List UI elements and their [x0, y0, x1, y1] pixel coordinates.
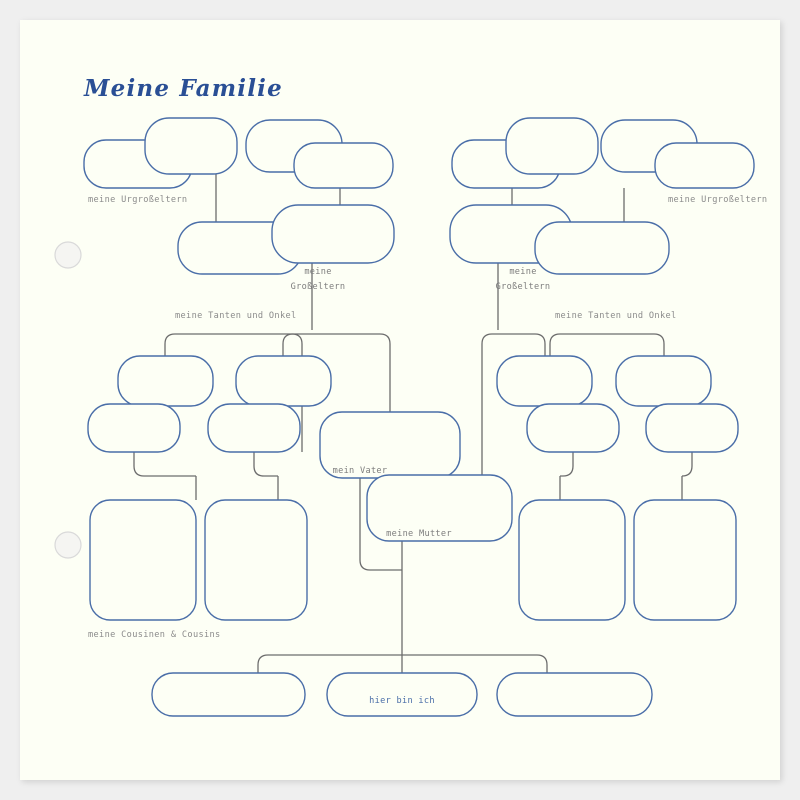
cousin-2-box[interactable]	[204, 499, 308, 621]
connector-right-bus-b	[549, 333, 665, 452]
label-mother: meine Mutter	[386, 529, 452, 539]
connector-au-right-2-a	[681, 452, 693, 477]
page-title: Meine Familie	[83, 75, 283, 102]
label-aunts-uncles-right: meine Tanten und Onkel	[555, 311, 677, 321]
sibling-left-box[interactable]	[151, 672, 306, 717]
great-grandparents-left-group: meine Urgroßeltern	[83, 117, 394, 205]
label-me: hier bin ich	[369, 696, 435, 706]
label-grandparents-right-line1: meine	[509, 267, 536, 277]
au-right-4-box[interactable]	[645, 403, 739, 453]
gp-right-2-box[interactable]	[534, 221, 670, 275]
connector-au-left-1-a	[133, 452, 196, 477]
au-right-1-box[interactable]	[496, 355, 593, 407]
label-aunts-uncles-left: meine Tanten und Onkel	[175, 311, 297, 321]
label-great-grandparents-left: meine Urgroßeltern	[88, 195, 187, 205]
au-left-1-box[interactable]	[117, 355, 214, 407]
connector-left-bus-b	[282, 333, 391, 415]
aunts-uncles-left-group	[87, 355, 332, 453]
label-grandparents-left-line1: meine	[304, 267, 331, 277]
label-cousins: meine Cousinen & Cousins	[88, 630, 221, 640]
gp-left-2-box[interactable]	[271, 204, 395, 264]
aunts-uncles-right-group	[496, 355, 739, 453]
au-left-2-box[interactable]	[87, 403, 181, 453]
label-grandparents-right-line2: Großeltern	[496, 282, 551, 292]
connector-au-right-1-a	[560, 452, 574, 477]
cousin-4-box[interactable]	[633, 499, 737, 621]
ggp-left-4-box[interactable]	[293, 142, 394, 189]
connector-left-bus-a	[164, 333, 303, 452]
au-left-4-box[interactable]	[207, 403, 301, 453]
binder-hole-top-icon	[54, 241, 82, 269]
connector-right-bus-a	[481, 333, 546, 475]
au-right-3-box[interactable]	[615, 355, 712, 407]
cousin-1-box[interactable]	[89, 499, 197, 621]
mother-box[interactable]	[366, 474, 513, 542]
label-great-grandparents-right: meine Urgroßeltern	[668, 195, 767, 205]
sibling-right-box[interactable]	[496, 672, 653, 717]
ggp-right-4-box[interactable]	[654, 142, 755, 189]
label-father: mein Vater	[333, 466, 388, 476]
ggp-right-2-box[interactable]	[505, 117, 599, 175]
cousin-3-box[interactable]	[518, 499, 626, 621]
siblings-group: hier bin ich	[151, 672, 653, 717]
cousins-group: meine Cousinen & Cousins	[88, 499, 737, 640]
au-left-3-box[interactable]	[235, 355, 332, 407]
parents-group: mein Vater meine Mutter	[319, 411, 513, 542]
connector-au-left-2-a	[253, 452, 278, 477]
label-grandparents-left-line2: Großeltern	[291, 282, 346, 292]
binder-holes-group	[54, 241, 82, 559]
me-box[interactable]	[326, 672, 478, 717]
ggp-left-2-box[interactable]	[144, 117, 238, 175]
connector-father-drop	[359, 478, 402, 571]
great-grandparents-right-group: meine Urgroßeltern	[451, 117, 767, 205]
au-right-2-box[interactable]	[526, 403, 620, 453]
binder-hole-bottom-icon	[54, 531, 82, 559]
grandparents-right-group: meine Großeltern	[449, 204, 670, 292]
grandparents-left-group: meine Großeltern	[177, 204, 395, 292]
